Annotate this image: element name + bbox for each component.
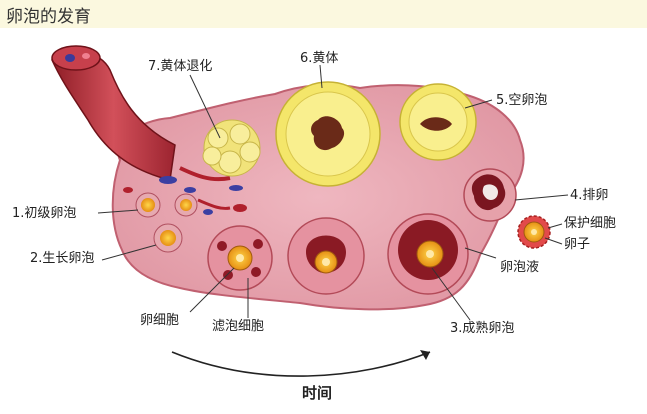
label-empty-follicle: 5.空卵泡 bbox=[496, 93, 547, 108]
label-ovulation: 4.排卵 bbox=[570, 188, 608, 203]
corpus-luteum bbox=[275, 81, 381, 187]
leader-lines bbox=[97, 64, 569, 321]
empty-follicle bbox=[399, 83, 477, 161]
label-corpus-luteum: 6.黄体 bbox=[300, 51, 338, 66]
label-mature-follicle: 3.成熟卵泡 bbox=[450, 320, 514, 336]
corpus-regressing bbox=[202, 119, 261, 177]
label-growing-follicle: 2.生长卵泡 bbox=[30, 251, 94, 266]
hilum-vessels bbox=[123, 166, 247, 215]
time-arrow bbox=[171, 351, 431, 377]
vessel-opening bbox=[51, 45, 101, 71]
growing-follicle bbox=[207, 225, 273, 291]
released-egg bbox=[517, 215, 551, 249]
mature-follicle bbox=[387, 213, 469, 295]
label-follicle-cells: 滤泡细胞 bbox=[212, 319, 264, 334]
title-bar: 卵泡的发育 bbox=[0, 0, 647, 28]
label-protective-cells: 保护细胞 bbox=[564, 216, 616, 231]
blood-vessel bbox=[51, 50, 176, 181]
label-oocyte: 卵细胞 bbox=[140, 313, 179, 328]
vessel-lumen-pink bbox=[82, 53, 90, 59]
ovulating-follicle bbox=[463, 168, 517, 222]
label-egg: 卵子 bbox=[564, 237, 590, 252]
primary-follicles bbox=[135, 192, 198, 253]
label-follicular-fluid: 卵泡液 bbox=[500, 260, 539, 275]
time-arrow-head bbox=[420, 350, 430, 360]
label-corpus-regress: 7.黄体退化 bbox=[148, 59, 212, 74]
vessel-lumen-blue bbox=[65, 54, 75, 62]
label-primary-follicle: 1.初级卵泡 bbox=[12, 206, 76, 221]
developing-follicle bbox=[287, 217, 365, 295]
label-time: 时间 bbox=[302, 384, 332, 402]
page-title: 卵泡的发育 bbox=[6, 7, 91, 27]
